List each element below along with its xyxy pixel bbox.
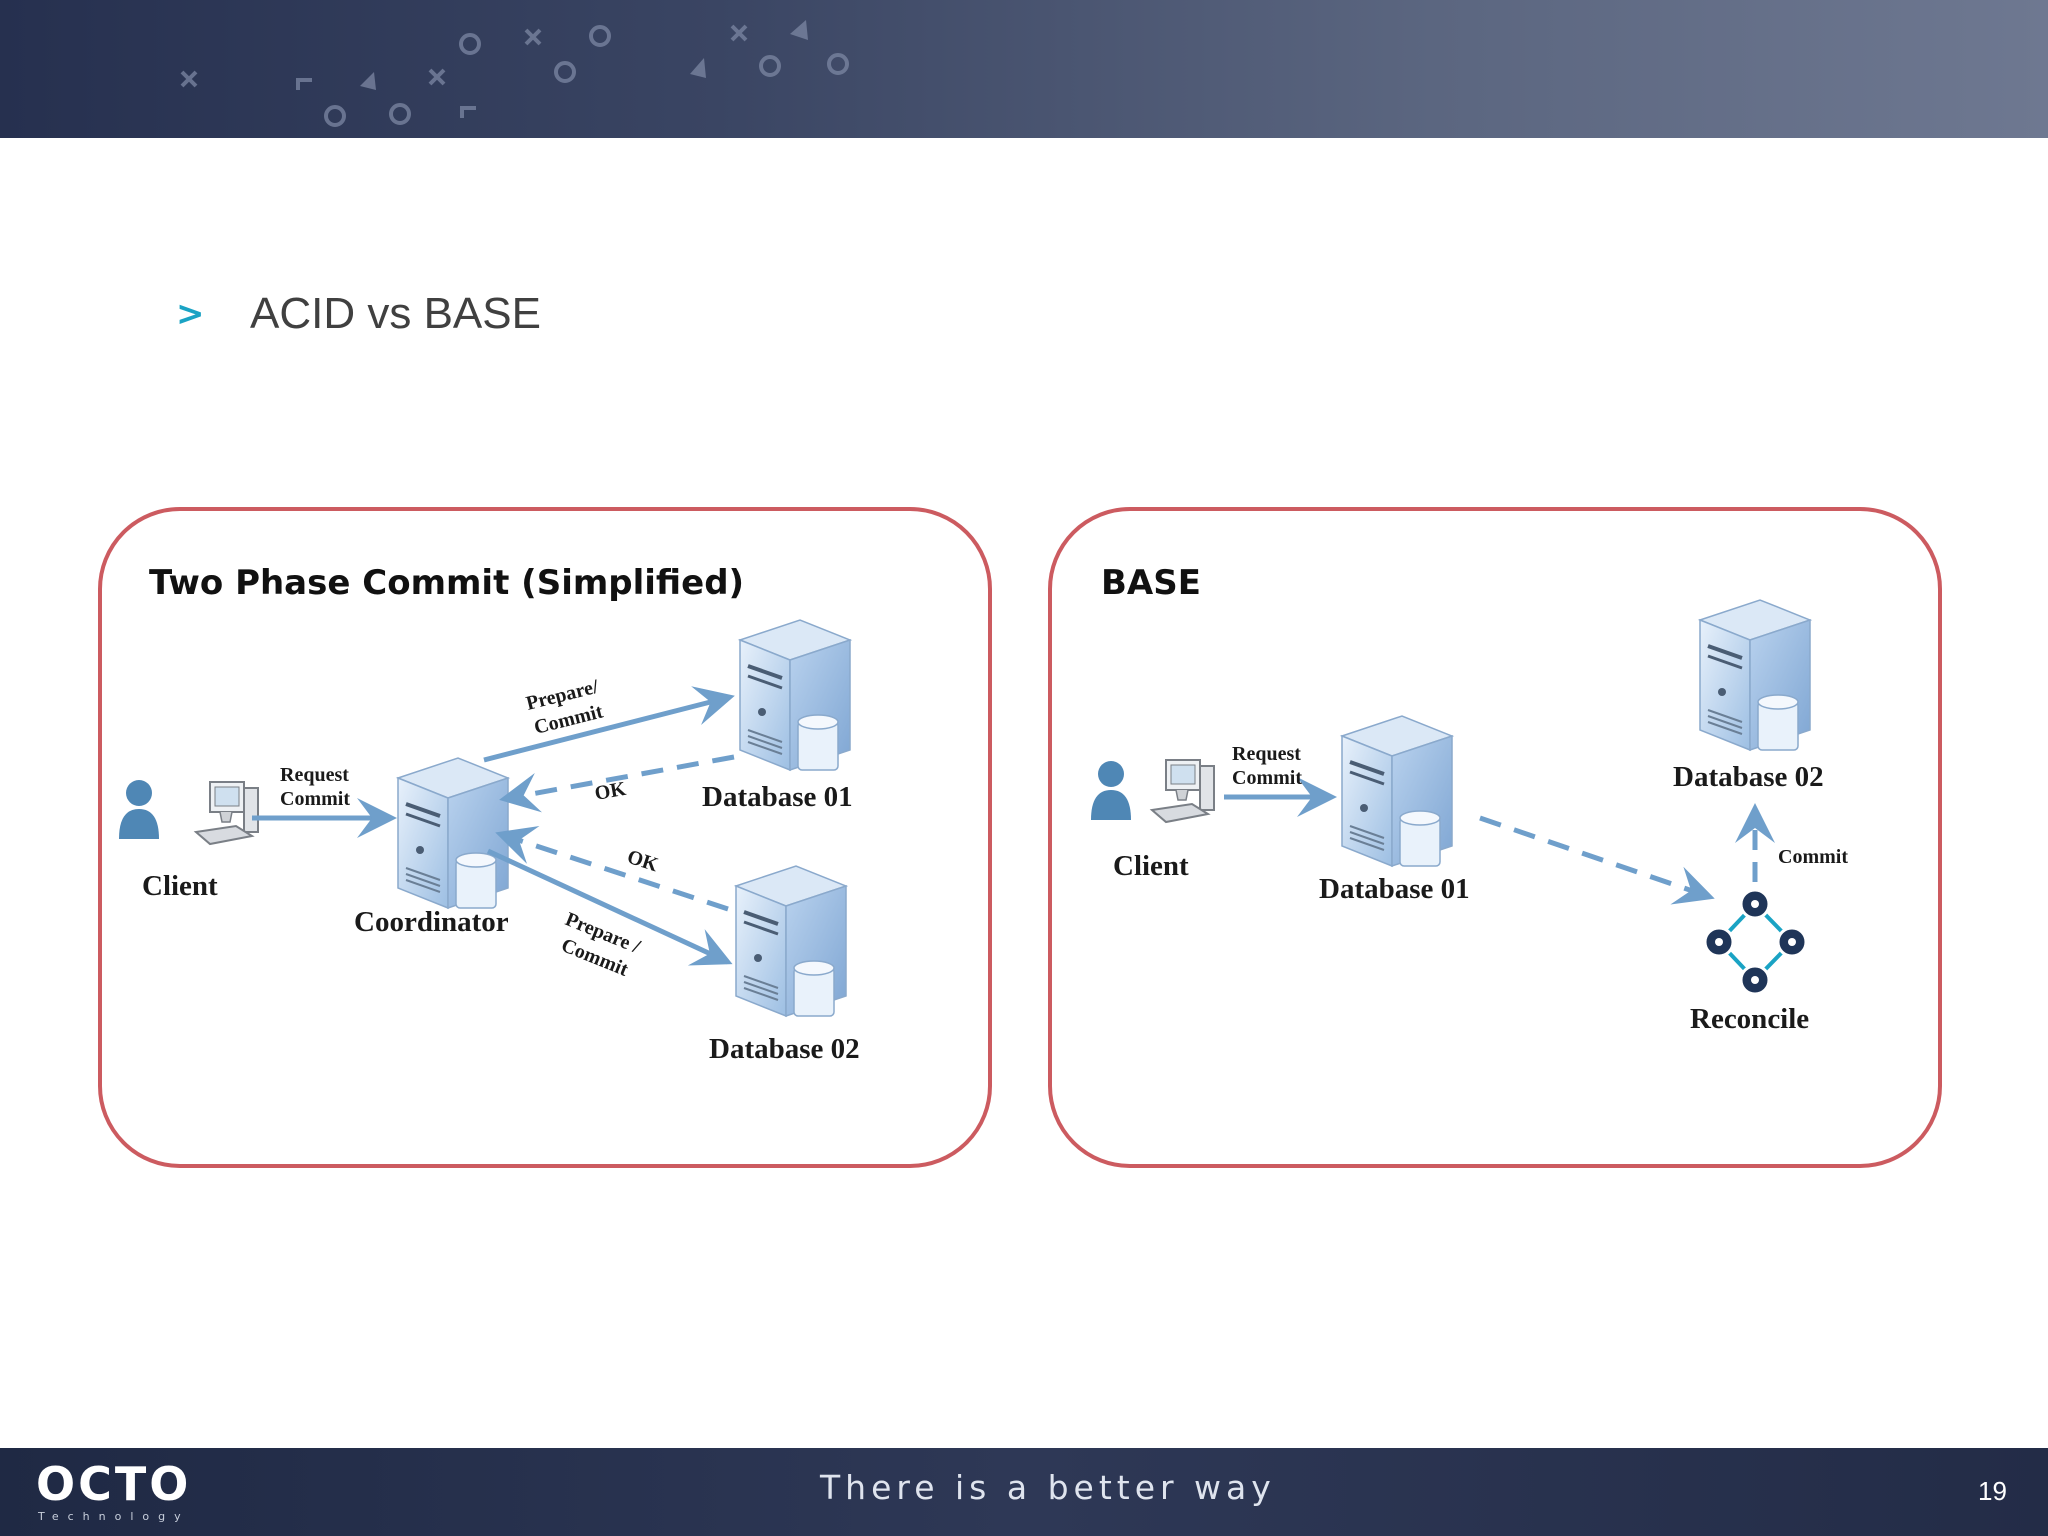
panel-base: BASE Client Database 01 Database 02 Reco…	[1048, 507, 1942, 1168]
server-icon	[738, 618, 852, 772]
request-label-line2: Commit	[280, 788, 350, 810]
slide-title: ACID vs BASE	[250, 289, 541, 338]
ok-arrow-db1	[499, 754, 735, 813]
octo-logo: OCTO	[36, 1457, 192, 1511]
header-banner	[0, 0, 2048, 138]
server-icon	[1698, 598, 1812, 752]
server-icon	[734, 864, 848, 1018]
page-number: 19	[1978, 1476, 2007, 1506]
database-02-label: Database 02	[1673, 761, 1824, 793]
database-01-label: Database 01	[1319, 873, 1470, 905]
server-icon	[396, 756, 510, 910]
footer-bar: OCTO Technology There is a better way 19	[0, 1448, 2048, 1536]
prepare-commit-arrow-db1	[483, 686, 735, 763]
reconcile-icon	[1703, 888, 1808, 996]
server-icon	[1340, 714, 1454, 868]
coordinator-label: Coordinator	[354, 906, 509, 938]
octo-logo-subtitle: Technology	[38, 1510, 190, 1523]
header-decoration	[180, 20, 849, 127]
ok-top-label: OK	[593, 778, 628, 805]
acid-vs-base-diagram: Two Phase Commit (Simplified) Client Coo…	[98, 507, 1942, 1168]
client-label: Client	[1113, 850, 1189, 882]
request-label-line1: Request	[1232, 743, 1301, 765]
panel-two-phase-commit: Two Phase Commit (Simplified) Client Coo…	[98, 507, 992, 1168]
client-label: Client	[142, 870, 218, 902]
ok-arrow-db2	[495, 825, 729, 912]
prepare-commit-arrow-db2	[486, 848, 733, 966]
bullet-chevron: >	[176, 294, 205, 334]
panel-title-two-phase: Two Phase Commit (Simplified)	[149, 563, 744, 603]
reconcile-label: Reconcile	[1690, 1003, 1809, 1035]
panel-border	[1048, 507, 1942, 1168]
request-label-line1: Request	[280, 764, 349, 786]
database-02-label: Database 02	[709, 1033, 860, 1065]
request-label-line2: Commit	[1232, 767, 1302, 789]
panel-title-base: BASE	[1101, 563, 1201, 603]
slide-title-row: > ACID vs BASE	[176, 284, 541, 344]
async-replication-arrow	[1479, 815, 1715, 905]
commit-label: Commit	[1778, 846, 1848, 868]
database-01-label: Database 01	[702, 781, 853, 813]
footer-tagline: There is a better way	[820, 1468, 1276, 1507]
